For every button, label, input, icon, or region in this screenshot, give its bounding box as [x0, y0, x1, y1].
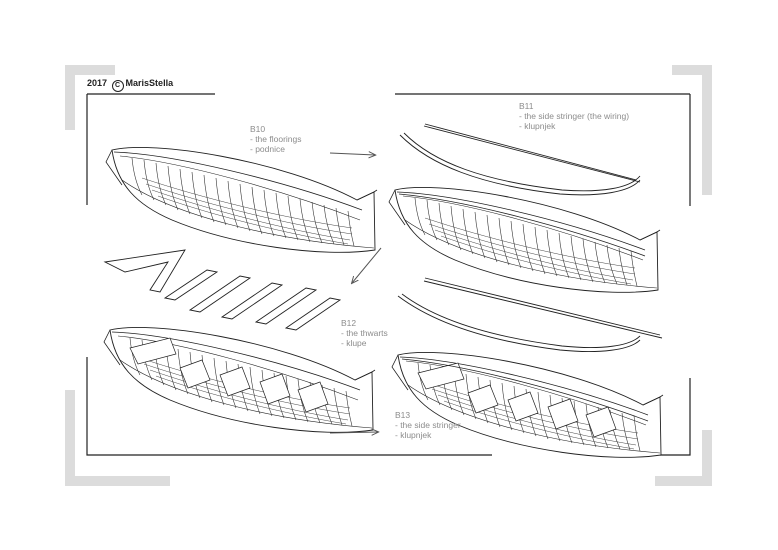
boat-b11: [388, 187, 661, 293]
side-stringer-b13: [397, 277, 663, 352]
step-label-b11: B11 - the side stringer (the wiring) - k…: [519, 101, 629, 131]
copyright-icon: C: [111, 80, 124, 92]
side-stringer-b11: [399, 123, 641, 196]
step-desc-en: - the side stringer (the wiring): [519, 111, 630, 121]
arrows: [329, 153, 382, 433]
copyright-author: MarisStella: [125, 78, 174, 88]
corner-brackets: [65, 65, 712, 486]
copyright-year: 2017: [87, 78, 108, 88]
step-desc-en: - the thwarts: [341, 328, 388, 338]
step-desc-hr: - klupnjek: [395, 430, 432, 440]
step-code: B10: [250, 124, 266, 134]
step-label-b10: B10 - the floorings - podnice: [250, 124, 302, 154]
step-desc-en: - the side stringer: [395, 420, 461, 430]
inner-frame: [86, 93, 691, 456]
boat-b10: [105, 147, 378, 253]
step-code: B11: [519, 101, 534, 111]
step-label-b12: B12 - the thwarts - klupe: [341, 318, 388, 348]
step-desc-en: - the floorings: [250, 134, 302, 144]
step-desc-hr: - klupe: [341, 338, 367, 348]
step-code: B13: [395, 410, 411, 420]
step-desc-hr: - podnice: [250, 144, 285, 154]
step-label-b13: B13 - the side stringer - klupnjek: [395, 410, 461, 440]
step-desc-hr: - klupnjek: [519, 121, 556, 131]
thwart-parts-b12: [103, 249, 342, 331]
boat-b12: [103, 327, 376, 433]
step-code: B12: [341, 318, 357, 328]
boat-b13: [391, 352, 664, 458]
